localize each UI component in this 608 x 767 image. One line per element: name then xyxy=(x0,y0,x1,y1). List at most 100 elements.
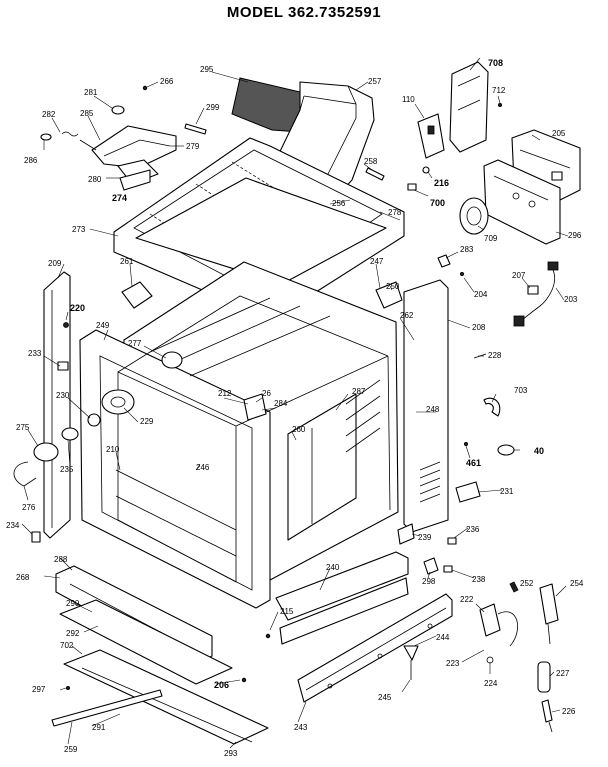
callout-234: 234 xyxy=(6,521,20,530)
diagram-title: MODEL 362.7352591 xyxy=(226,4,382,21)
switch-part xyxy=(417,113,445,159)
callout-268: 268 xyxy=(16,573,30,582)
callout-284: 284 xyxy=(274,399,288,408)
callout-709: 709 xyxy=(484,234,498,243)
callout-231: 231 xyxy=(500,487,514,496)
thermostat-bulb-part xyxy=(537,661,551,693)
inner-side-panel-part xyxy=(287,379,381,541)
nut-part xyxy=(437,254,451,268)
callout-461: 461 xyxy=(466,458,481,468)
wire-loop-part xyxy=(13,461,37,487)
bracket-part xyxy=(121,281,153,309)
callout-248: 248 xyxy=(426,405,440,414)
clip-part xyxy=(40,133,52,141)
burner-valve-assembly xyxy=(79,125,177,191)
screw-part xyxy=(459,271,464,276)
callout-110: 110 xyxy=(402,95,415,104)
manifold-rail-part xyxy=(297,593,453,703)
callout-26: 26 xyxy=(262,389,271,398)
callout-229: 229 xyxy=(140,417,154,426)
callout-280: 280 xyxy=(88,175,102,184)
clip-part xyxy=(443,565,453,573)
callout-257: 257 xyxy=(368,77,382,86)
spring-part xyxy=(61,131,79,137)
bracket-part xyxy=(375,281,403,309)
burner-port-part xyxy=(161,351,183,369)
callout-206: 206 xyxy=(214,680,229,690)
callout-293: 293 xyxy=(224,749,238,758)
callout-203: 203 xyxy=(564,295,578,304)
callout-labels: 708 712 110 205 266 295 257 281 299 282 … xyxy=(6,58,584,758)
callout-285: 285 xyxy=(80,109,94,118)
screw-part xyxy=(66,686,71,691)
callout-262: 262 xyxy=(400,311,414,320)
connector-part xyxy=(527,285,539,295)
callout-256: 256 xyxy=(332,199,346,208)
callout-290: 290 xyxy=(66,599,80,608)
callout-286: 286 xyxy=(24,156,38,165)
control-housing-part xyxy=(449,61,489,153)
callout-239: 239 xyxy=(418,533,432,542)
callout-247: 247 xyxy=(370,257,384,266)
callout-236: 236 xyxy=(466,525,480,534)
bracket-part xyxy=(397,523,415,545)
gas-valve-part xyxy=(479,603,518,664)
grommet-part xyxy=(422,166,430,174)
callout-209: 209 xyxy=(48,259,62,268)
callout-212: 212 xyxy=(218,389,232,398)
callout-216: 216 xyxy=(434,178,449,188)
screw-part xyxy=(365,167,385,181)
knob-part xyxy=(111,105,125,115)
callout-261: 261 xyxy=(120,257,134,266)
callout-223: 223 xyxy=(446,659,460,668)
callout-254: 254 xyxy=(570,579,584,588)
curved-bracket-part xyxy=(483,397,501,417)
callout-207: 207 xyxy=(512,271,526,280)
callout-222: 222 xyxy=(460,595,474,604)
callout-246: 246 xyxy=(196,463,210,472)
callout-226: 226 xyxy=(562,707,576,716)
callout-275: 275 xyxy=(16,423,30,432)
insulation-pad-part xyxy=(231,77,301,133)
callout-266: 266 xyxy=(160,77,174,86)
callout-274: 274 xyxy=(112,193,127,203)
callout-220: 220 xyxy=(70,303,85,313)
callout-245: 245 xyxy=(378,693,392,702)
callout-259: 259 xyxy=(64,745,78,754)
broiler-rail-part xyxy=(275,551,409,645)
callout-283: 283 xyxy=(460,245,474,254)
callout-279: 279 xyxy=(186,142,200,151)
burner-disc-part xyxy=(101,389,135,415)
callout-298: 298 xyxy=(422,577,436,586)
callout-233: 233 xyxy=(28,349,42,358)
clip-part xyxy=(407,183,417,191)
callout-288: 288 xyxy=(54,555,68,564)
hinge-part xyxy=(243,393,267,421)
callout-40: 40 xyxy=(534,446,544,456)
callout-299: 299 xyxy=(206,103,220,112)
callout-700: 700 xyxy=(430,198,445,208)
callout-224: 224 xyxy=(484,679,498,688)
callout-243: 243 xyxy=(294,723,308,732)
callout-238: 238 xyxy=(472,575,486,584)
callout-287: 287 xyxy=(352,387,366,396)
callout-278: 278 xyxy=(388,208,402,217)
light-assembly-part xyxy=(33,413,101,462)
callout-250: 250 xyxy=(386,282,400,291)
clip-part xyxy=(447,537,457,545)
callout-291: 291 xyxy=(92,723,106,732)
callout-258: 258 xyxy=(364,157,378,166)
bracket-part xyxy=(455,481,481,503)
kick-panel-part xyxy=(63,649,269,745)
callout-227: 227 xyxy=(556,669,570,678)
callout-244: 244 xyxy=(436,633,450,642)
drawer-bottom-part xyxy=(59,599,233,685)
callout-210: 210 xyxy=(106,445,120,454)
callout-297: 297 xyxy=(32,685,46,694)
callout-205: 205 xyxy=(552,129,566,138)
callout-208: 208 xyxy=(472,323,486,332)
callout-240: 240 xyxy=(326,563,340,572)
callout-204: 204 xyxy=(474,290,488,299)
leader-lines xyxy=(21,57,569,749)
